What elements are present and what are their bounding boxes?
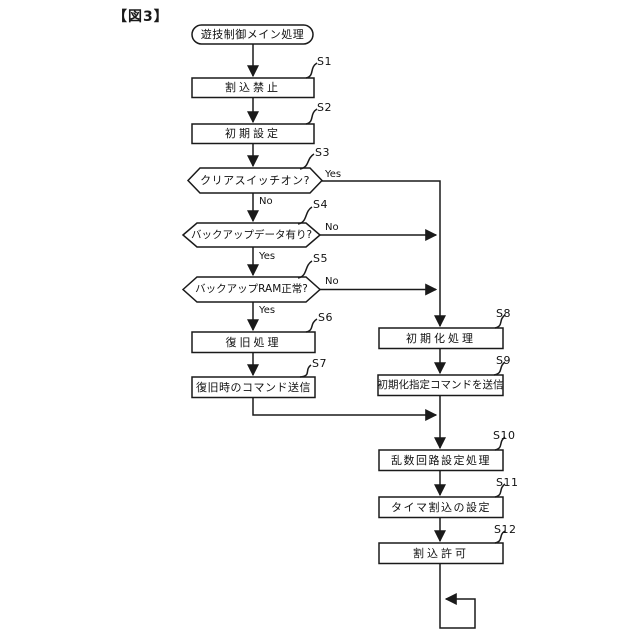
tag-curve-s6 xyxy=(305,318,318,333)
step-tag-s8: S8 xyxy=(496,307,511,320)
node-s8-label: 初期化処理 xyxy=(406,331,476,345)
shape-s8 xyxy=(378,327,504,350)
branch-label-s3-no: No xyxy=(259,196,273,207)
node-s1-label: 割込禁止 xyxy=(225,81,281,95)
step-tag-s11: S11 xyxy=(496,476,519,489)
node-s9-label: 初期化指定コマンドを送信 xyxy=(377,379,504,391)
branch-label-s5-yes: Yes xyxy=(259,305,276,316)
branch-label-s5-no: No xyxy=(325,276,339,287)
tag-curve-s4 xyxy=(297,206,313,225)
loop-back-connector xyxy=(439,563,476,629)
step-tag-s2: S2 xyxy=(317,101,332,114)
tag-curve-s7 xyxy=(299,364,312,378)
tag-curve-s5 xyxy=(297,260,313,279)
step-tag-s7: S7 xyxy=(312,357,327,370)
node-s12-label: 割込許可 xyxy=(413,546,469,560)
node-start-label: 遊技制御メイン処理 xyxy=(200,28,305,41)
step-tag-s3: S3 xyxy=(315,146,330,159)
step-tag-s9: S9 xyxy=(496,354,511,367)
node-s2-label: 初期設定 xyxy=(225,127,281,141)
tag-curve-s2 xyxy=(305,108,318,125)
step-tag-s12: S12 xyxy=(494,523,517,536)
tag-curve-s8 xyxy=(494,314,506,329)
node-s6-label: 復旧処理 xyxy=(225,335,282,349)
node-s7-label: 復旧時のコマンド送信 xyxy=(196,380,311,394)
edge-s3-yes-s8 xyxy=(322,180,446,328)
node-s4-label: バックアップデータ有り? xyxy=(190,228,313,241)
shape-s11 xyxy=(378,496,504,519)
step-tag-s1: S1 xyxy=(317,55,332,68)
step-tag-s4: S4 xyxy=(313,198,328,211)
shape-s10 xyxy=(378,449,504,472)
tag-curve-s10 xyxy=(494,436,506,451)
edge-s7-join xyxy=(252,397,438,421)
node-s3-label: クリアスイッチオン? xyxy=(200,174,310,187)
step-tag-s10: S10 xyxy=(493,429,516,442)
node-s11-label: タイマ割込の設定 xyxy=(391,500,491,514)
node-s5-label: バックアップRAM正常? xyxy=(195,283,308,296)
branch-label-s4-no: No xyxy=(325,222,339,233)
shape-start-terminal xyxy=(191,24,314,45)
branch-label-s3-yes: Yes xyxy=(325,169,342,180)
tag-curve-s1 xyxy=(305,62,318,79)
branch-label-s4-yes: Yes xyxy=(259,251,276,262)
tag-curve-s11 xyxy=(494,483,506,498)
shape-s12 xyxy=(378,542,504,565)
tag-curve-s3 xyxy=(299,153,315,170)
step-tag-s5: S5 xyxy=(313,252,328,265)
figure-title: 【図3】 xyxy=(113,9,169,25)
node-s10-label: 乱数回路設定処理 xyxy=(391,453,491,467)
step-tag-s6: S6 xyxy=(318,311,333,324)
tag-curve-s12 xyxy=(494,530,506,544)
tag-curve-s9 xyxy=(493,361,506,376)
